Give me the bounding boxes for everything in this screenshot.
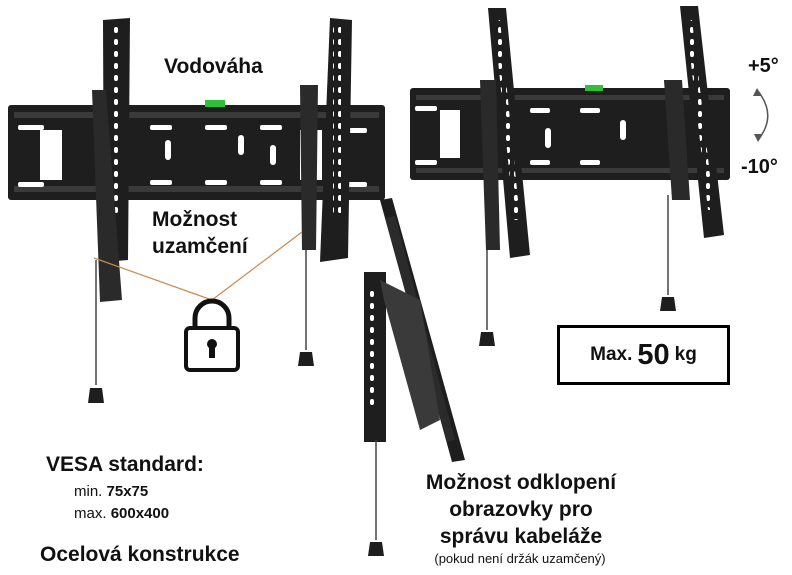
label-tilt-feature-line3: správu kabeláže: [439, 525, 603, 548]
label-tilt-feature-line2: obrazovky pro: [449, 498, 593, 521]
tilted-arm-right: [664, 6, 724, 238]
vesa-max-value: 600x400: [110, 505, 170, 522]
pull-cord-tilted-right: [660, 297, 676, 311]
label-level: Vodováha: [164, 55, 263, 78]
label-lock-line1: Možnost: [152, 208, 238, 231]
label-tilt-up: +5°: [748, 55, 779, 77]
max-load-value: 50: [637, 338, 670, 371]
max-load-unit: kg: [674, 344, 697, 365]
max-load-box: Max. 50 kg: [557, 325, 730, 385]
pull-cord-tilted-left: [479, 332, 495, 346]
leader-line-left: [93, 257, 213, 301]
vesa-title: VESA standard:: [46, 453, 204, 476]
tilted-arm-left: [480, 8, 530, 258]
leader-line-right: [211, 231, 303, 301]
label-tilt-note: (pokud není držák uzamčený): [434, 551, 606, 566]
label-tilt-down: -10°: [741, 156, 778, 178]
vertical-arm-left: [92, 18, 130, 302]
vesa-min-label: min.: [74, 483, 103, 500]
vertical-arm-right: [300, 18, 352, 262]
vesa-min-value: 75x75: [106, 483, 149, 500]
tilt-arrow-icon: [756, 89, 769, 141]
vesa-max: max. 600x400: [74, 505, 169, 522]
label-lock-line2: uzamčení: [152, 235, 248, 258]
vesa-max-label: max.: [74, 505, 107, 522]
pull-cord-left: [88, 388, 104, 403]
label-tilt-feature-line1: Možnost odklopení: [425, 471, 617, 494]
pull-cord-right: [298, 352, 314, 366]
vesa-min: min. 75x75: [74, 483, 148, 500]
max-load-prefix: Max.: [590, 344, 633, 365]
side-view-mount: [364, 198, 465, 556]
lock-icon: [184, 298, 240, 372]
label-steel: Ocelová konstrukce: [40, 543, 240, 566]
